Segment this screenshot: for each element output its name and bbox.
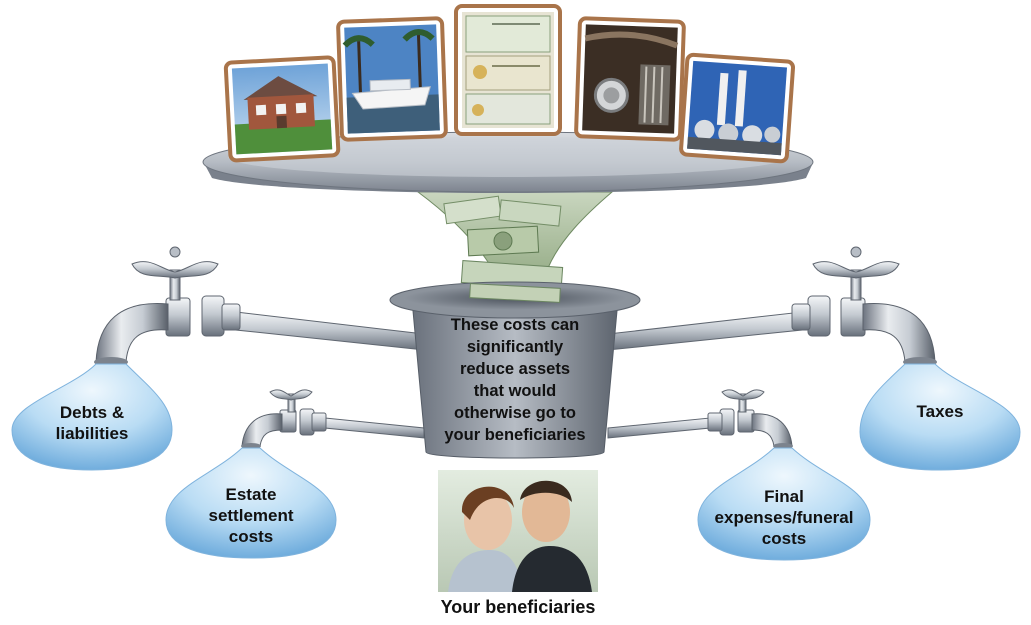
pipe-taxes	[607, 311, 803, 351]
yacht-photo	[336, 16, 448, 142]
center-line: that would	[473, 382, 557, 400]
center-line: otherwise go to	[454, 404, 576, 422]
drop-final	[697, 447, 871, 561]
estate-label-line: settlement	[208, 506, 294, 525]
faucet-estate-icon	[241, 389, 327, 449]
final-label-line: Final	[764, 487, 804, 506]
final-expenses-label: Final expenses/funeral costs	[700, 486, 868, 549]
classic-car-photo	[574, 16, 686, 142]
taxes-label-line: Taxes	[916, 402, 964, 421]
drop-taxes	[859, 363, 1021, 471]
money-funnel	[416, 191, 614, 293]
industrial-plant-photo	[679, 52, 796, 164]
center-line: These costs can	[450, 316, 580, 334]
cost-pot	[389, 281, 641, 459]
estate-label-line: Estate	[225, 485, 277, 504]
estate-label-line: costs	[228, 527, 274, 546]
debts-label-line: liabilities	[55, 424, 129, 443]
final-label-line: expenses/funeral	[714, 508, 854, 527]
drop-debts	[11, 363, 173, 471]
debts-label: Debts & liabilities	[22, 402, 162, 444]
center-line: reduce assets	[459, 360, 571, 378]
center-line: your beneficiaries	[444, 426, 586, 444]
estate-label: Estate settlement costs	[176, 484, 326, 547]
faucet-taxes-icon	[791, 246, 937, 367]
house-photo	[223, 55, 341, 163]
faucet-final-icon	[707, 389, 793, 449]
center-message: These costs can significantly reduce ass…	[425, 314, 605, 446]
asset-tray	[202, 131, 814, 193]
pipe-estate	[324, 417, 425, 439]
beneficiaries-caption: Your beneficiaries	[440, 597, 596, 617]
pipe-debts	[235, 311, 425, 351]
beneficiaries-photo	[438, 470, 598, 592]
center-line: significantly	[466, 338, 564, 356]
debts-label-line: Debts &	[59, 403, 125, 422]
final-label-line: costs	[761, 529, 807, 548]
faucet-debts-icon	[94, 246, 241, 367]
drop-estate	[165, 447, 337, 559]
taxes-label: Taxes	[870, 401, 1010, 422]
stock-certificates-photo	[454, 4, 562, 136]
pipe-final	[607, 417, 711, 439]
